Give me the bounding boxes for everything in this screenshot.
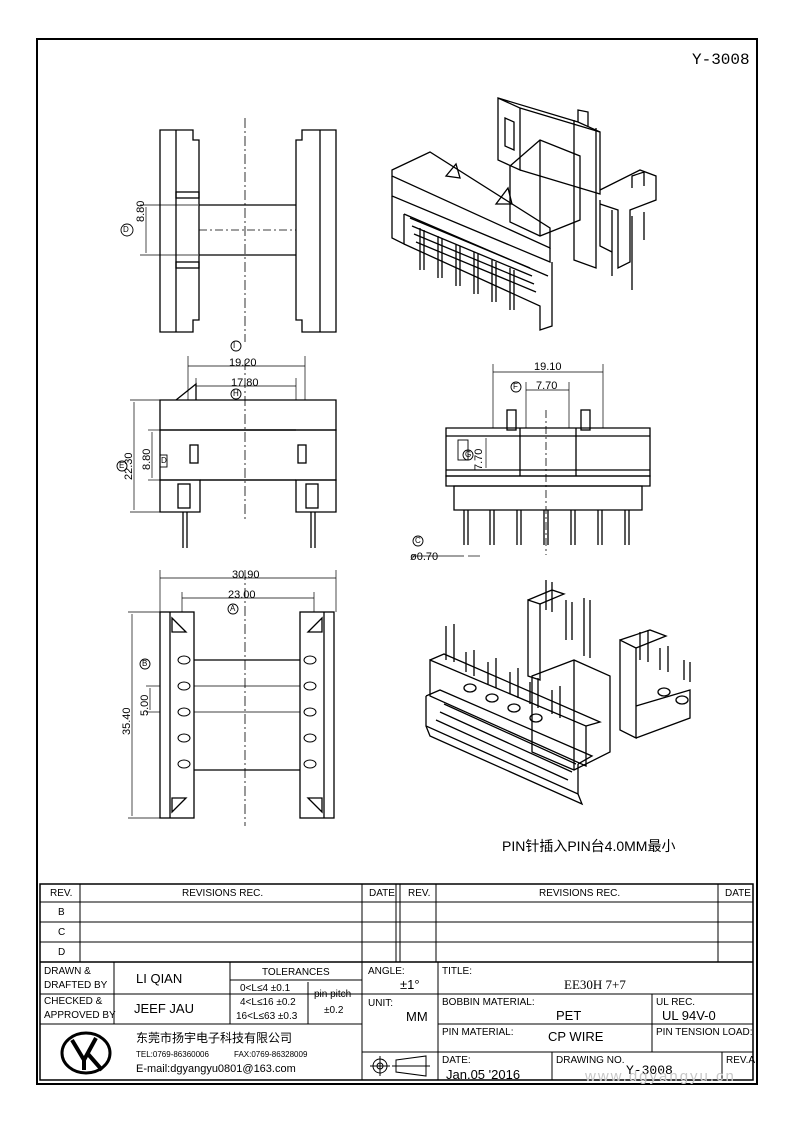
pin-pitch-label: pin pitch	[314, 989, 352, 1000]
unit-value: MM	[406, 1009, 428, 1024]
dim-front-height: 22.30	[123, 452, 135, 480]
pin-material-value: CP WIRE	[548, 1029, 604, 1044]
front-view	[116, 340, 337, 548]
angle-label: ANGLE:	[368, 966, 405, 977]
dim-pin-diameter: ø0.70	[410, 551, 439, 563]
tolerance-row-3: 16<L≤63 ±0.3	[236, 1011, 298, 1022]
drafted-label: DRAFTED BY	[44, 980, 108, 991]
drawing-no-value: Y-3008	[626, 1063, 673, 1078]
company-name: 东莞市扬宇电子科技有限公司	[136, 1031, 293, 1045]
pin-material-label: PIN MATERIAL:	[442, 1027, 514, 1038]
technical-drawing	[116, 96, 691, 826]
isometric-view-top	[391, 96, 657, 331]
top-view	[120, 118, 337, 342]
bobbin-material-value: PET	[556, 1008, 582, 1023]
title-block-grid	[39, 883, 754, 1081]
ul-rec-value: UL 94V-0	[662, 1008, 716, 1023]
dim-side-core: 7.70	[473, 448, 485, 470]
drawing-no-label: DRAWING NO.	[556, 1055, 625, 1066]
marker-a: A	[230, 604, 236, 613]
approved-label: APPROVED BY	[44, 1010, 116, 1021]
marker-f: F	[513, 382, 518, 391]
isometric-view-bottom	[425, 580, 691, 806]
dim-side-overall: 19.10	[534, 361, 562, 373]
checked-label: CHECKED &	[44, 996, 103, 1007]
pin-pitch-value: ±0.2	[324, 1005, 344, 1016]
rev-label: REV.A	[726, 1055, 756, 1066]
dim-bottom-inner: 23.00	[228, 589, 256, 601]
dim-bottom-overall: 30.90	[232, 569, 260, 581]
revision-row-c: C	[58, 927, 66, 938]
rev-col-header-2: REV.	[408, 888, 431, 899]
document-number: Y-3008	[692, 51, 750, 69]
pin-insert-note: PIN针插入PIN台4.0MM最小	[502, 838, 676, 854]
drawn-label: DRAWN &	[44, 966, 91, 977]
date-col-header: DATE	[369, 888, 395, 899]
tolerance-row-1: 0<L≤4 ±0.1	[240, 983, 291, 994]
pin-tension-label: PIN TENSION LOAD:	[656, 1027, 753, 1038]
date-value: Jan.05 '2016	[446, 1067, 521, 1082]
date-label: DATE:	[442, 1055, 471, 1066]
ul-rec-label: UL REC.	[656, 997, 696, 1008]
dim-bottom-pitch: 5.00	[139, 694, 151, 716]
company-email: E-mail:dgyangyu0801@163.com	[136, 1063, 296, 1075]
date-col-header-2: DATE	[725, 888, 751, 899]
company-logo	[60, 1031, 112, 1075]
dim-front-overall: 19.20	[229, 357, 257, 369]
marker-i: I	[233, 341, 236, 350]
checked-by: JEEF JAU	[134, 1001, 194, 1016]
marker-g: G	[465, 450, 472, 459]
marker-d-top: D	[123, 225, 129, 234]
bottom-view	[128, 570, 337, 826]
dim-top-width: 8.80	[135, 200, 147, 222]
dim-front-inner: 17.80	[231, 377, 259, 389]
unit-label: UNIT:	[368, 998, 393, 1009]
title-value: EE30H 7+7	[564, 977, 626, 992]
marker-d-front: D	[161, 456, 167, 465]
bobbin-material-label: BOBBIN MATERIAL:	[442, 997, 535, 1008]
marker-h: H	[233, 389, 239, 398]
watermark: www.dgyangyu.cn	[585, 1068, 736, 1085]
drawn-by: LI QIAN	[136, 971, 183, 986]
dim-front-core: 8.80	[141, 448, 153, 470]
side-view	[412, 364, 651, 557]
dim-side-pin-pitch: 7.70	[536, 380, 558, 392]
revision-row-d: D	[58, 947, 66, 958]
rev-col-header: REV.	[50, 888, 73, 899]
tolerance-row-2: 4<L≤16 ±0.2	[240, 997, 296, 1008]
company-tel: TEL:0769-86360006	[136, 1050, 209, 1059]
company-fax: FAX:0769-86328009	[234, 1050, 308, 1059]
drawing-frame	[36, 38, 758, 1085]
angle-value: ±1°	[400, 977, 420, 992]
revisions-col-header: REVISIONS REC.	[182, 888, 264, 899]
revisions-col-header-2: REVISIONS REC.	[539, 888, 621, 899]
revision-row-b: B	[58, 907, 65, 918]
marker-b: B	[142, 659, 148, 668]
title-label: TITLE:	[442, 966, 473, 977]
dim-bottom-length: 35.40	[121, 707, 133, 735]
tolerances-title: TOLERANCES	[262, 967, 330, 978]
marker-e: E	[119, 461, 125, 470]
title-block: REV. REVISIONS REC. DATE REV. REVISIONS …	[36, 882, 758, 1085]
marker-c: C	[415, 536, 421, 545]
